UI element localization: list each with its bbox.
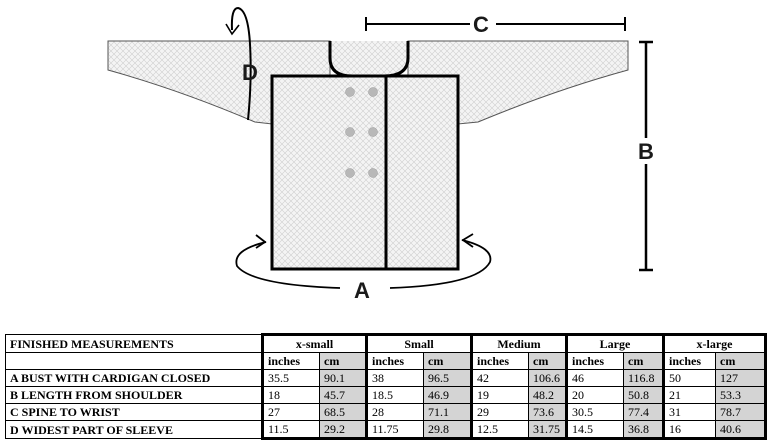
neckline	[328, 41, 410, 78]
value-cm: 29.2	[319, 420, 368, 440]
size-header: Small	[365, 333, 473, 353]
value-inches: 28	[365, 403, 424, 421]
value-inches: 12.5	[470, 420, 529, 440]
value-cm: 116.8	[623, 369, 665, 387]
label-c: C	[473, 12, 489, 37]
cardigan-schematic: C B D A	[107, 6, 654, 303]
label-a: A	[354, 278, 370, 303]
value-inches: 11.5	[261, 420, 320, 440]
value-inches: 27	[261, 403, 320, 421]
value-cm: 45.7	[319, 386, 368, 404]
row-label: B LENGTH FROM SHOULDER	[5, 386, 263, 404]
value-cm: 40.6	[714, 420, 768, 440]
measure-d-arc	[230, 6, 252, 121]
table-unit-row: inches cm inches cm inches cm inches cm …	[5, 352, 768, 370]
value-cm: 53.3	[714, 386, 768, 404]
row-label: A BUST WITH CARDIGAN CLOSED	[5, 369, 263, 387]
button	[368, 168, 378, 178]
value-cm: 78.7	[714, 403, 768, 421]
button	[368, 87, 378, 97]
unit-cm: cm	[423, 352, 473, 370]
unit-inches: inches	[261, 352, 320, 370]
unit-cm: cm	[319, 352, 368, 370]
value-inches: 16	[662, 420, 716, 440]
unit-cm: cm	[528, 352, 568, 370]
measure-d-arrowhead	[225, 23, 240, 36]
measurements-table-wrap: FINISHED MEASUREMENTS x-small Small Medi…	[5, 333, 768, 440]
value-cm: 77.4	[623, 403, 665, 421]
value-inches: 31	[662, 403, 716, 421]
value-cm: 46.9	[423, 386, 473, 404]
measure-b	[639, 40, 653, 272]
buttons	[345, 87, 378, 178]
value-inches: 38	[365, 369, 424, 387]
button	[345, 168, 355, 178]
value-inches: 20	[565, 386, 624, 404]
unit-cm: cm	[623, 352, 665, 370]
value-cm: 73.6	[528, 403, 568, 421]
value-cm: 31.75	[528, 420, 568, 440]
value-inches: 11.75	[365, 420, 424, 440]
cardigan-body	[270, 74, 460, 271]
value-inches: 30.5	[565, 403, 624, 421]
button	[345, 127, 355, 137]
value-cm: 36.8	[623, 420, 665, 440]
measure-a-arrow-right	[461, 233, 474, 248]
value-inches: 18.5	[365, 386, 424, 404]
measure-a-arrow-left	[255, 234, 267, 249]
value-cm: 96.5	[423, 369, 473, 387]
table-title: FINISHED MEASUREMENTS	[5, 334, 263, 353]
value-cm: 127	[714, 369, 768, 387]
row-label: D WIDEST PART OF SLEEVE	[5, 420, 263, 439]
size-header: Large	[565, 333, 665, 353]
unit-inches: inches	[365, 352, 424, 370]
button	[345, 87, 355, 97]
value-cm: 29.8	[423, 420, 473, 440]
row-label: C SPINE TO WRIST	[5, 403, 263, 421]
value-inches: 21	[662, 386, 716, 404]
value-inches: 18	[261, 386, 320, 404]
label-d: D	[242, 60, 258, 85]
value-cm: 48.2	[528, 386, 568, 404]
right-sleeve	[407, 40, 629, 125]
measure-c	[365, 17, 626, 31]
label-b: B	[638, 139, 654, 164]
value-inches: 14.5	[565, 420, 624, 440]
value-inches: 19	[470, 386, 529, 404]
size-header: Medium	[470, 333, 568, 353]
table-header-row: FINISHED MEASUREMENTS x-small Small Medi…	[5, 333, 768, 353]
unit-inches: inches	[470, 352, 529, 370]
value-inches: 46	[565, 369, 624, 387]
size-header: x-small	[261, 333, 368, 353]
value-inches: 29	[470, 403, 529, 421]
measurements-table: FINISHED MEASUREMENTS x-small Small Medi…	[5, 333, 768, 440]
unit-inches: inches	[565, 352, 624, 370]
value-cm: 50.8	[623, 386, 665, 404]
value-inches: 35.5	[261, 369, 320, 387]
unit-inches: inches	[662, 352, 716, 370]
value-cm: 71.1	[423, 403, 473, 421]
unit-cm: cm	[714, 352, 768, 370]
size-header: x-large	[661, 333, 768, 353]
value-cm: 68.5	[319, 403, 368, 421]
value-inches: 42	[470, 369, 529, 387]
value-cm: 106.6	[528, 369, 568, 387]
button	[368, 127, 378, 137]
value-inches: 50	[662, 369, 716, 387]
empty-cell	[5, 352, 263, 370]
value-cm: 90.1	[319, 369, 368, 387]
measure-a-arc	[235, 239, 492, 289]
